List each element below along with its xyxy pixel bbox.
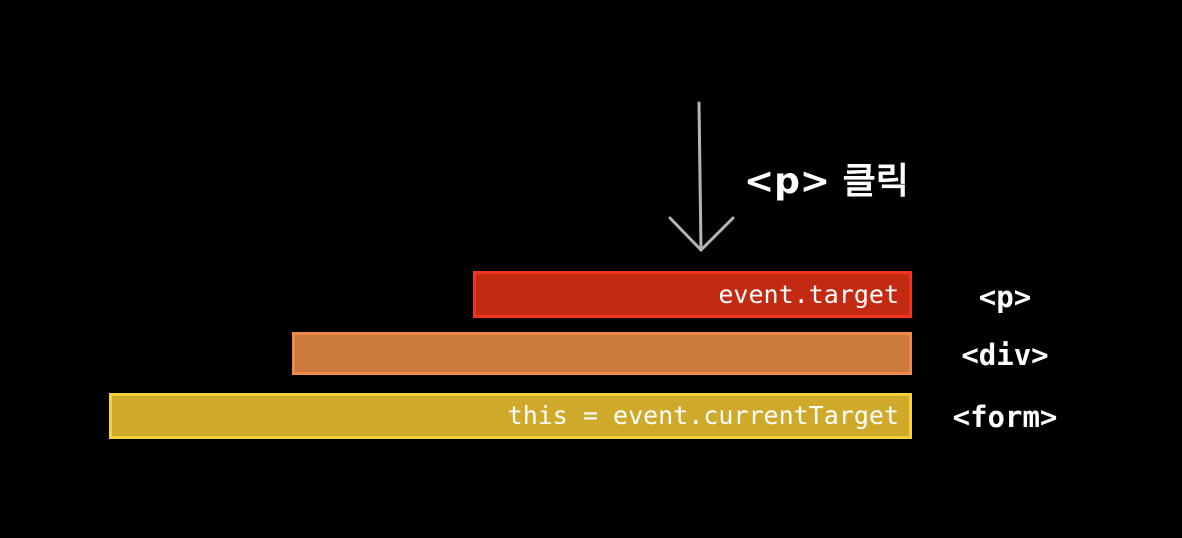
- div-element-bar: [292, 332, 912, 375]
- form-tag-label: <form>: [952, 400, 1058, 434]
- p-tag-label: <p>: [978, 280, 1032, 314]
- div-tag-label: <div>: [961, 338, 1049, 372]
- p-element-bar: event.target: [473, 271, 912, 318]
- click-p-label: <p> 클릭: [744, 161, 909, 202]
- form-element-bar: this = event.currentTarget: [109, 393, 912, 439]
- down-arrow-icon: [668, 101, 735, 252]
